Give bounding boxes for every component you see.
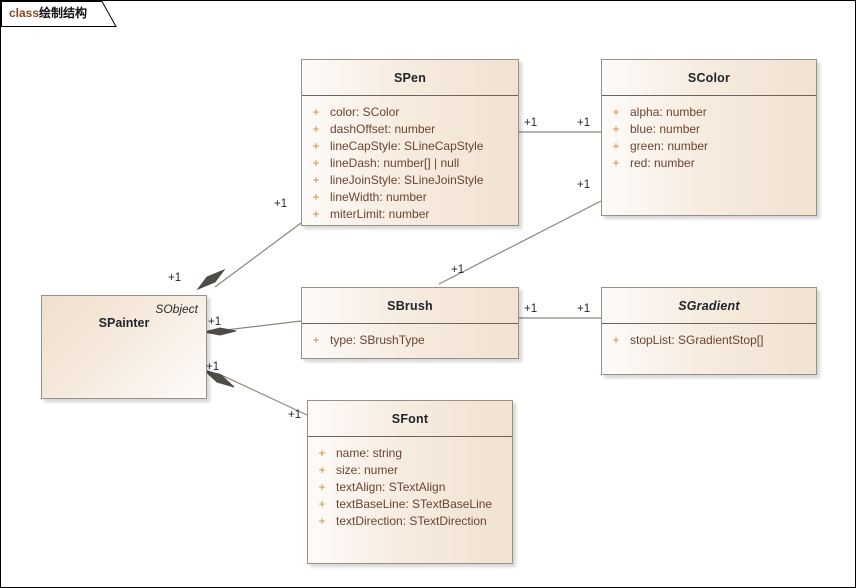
attribute-signature: color: SColor — [330, 105, 400, 119]
multiplicity-painter-pen-near: +1 — [168, 272, 182, 284]
diagram-title-tab: class绘制结构 — [1, 1, 117, 27]
attribute-visibility: + — [612, 333, 620, 347]
attribute-signature: textAlign: STextAlign — [336, 480, 446, 494]
attribute-signature: name: string — [336, 446, 403, 460]
attribute-row: + alpha: number — [602, 104, 816, 121]
attribute-signature: lineWidth: number — [330, 190, 427, 204]
class-header-scolor: SColor — [602, 60, 816, 96]
attribute-visibility: + — [312, 122, 320, 136]
tab-shape-icon — [1, 1, 117, 27]
attribute-row: + miterLimit: number — [302, 206, 518, 223]
aggregation-diamond-brush — [203, 327, 237, 336]
attribute-signature: green: number — [630, 139, 709, 153]
attribute-row: + textAlign: STextAlign — [308, 479, 512, 496]
attribute-visibility: + — [318, 514, 326, 528]
class-box-sfont[interactable]: SFont + name: string + size: numer + tex… — [307, 400, 513, 564]
multiplicity-pen-color-left: +1 — [524, 117, 538, 129]
connector-painter-pen — [214, 222, 302, 288]
class-header-sgradient: SGradient — [602, 288, 816, 324]
attribute-row: + size: numer — [308, 462, 512, 479]
connector-painter-brush — [216, 320, 302, 332]
class-attributes-sfont: + name: string + size: numer + textAlign… — [308, 437, 512, 536]
class-stereotype-spainter: SObject — [155, 302, 198, 316]
class-name-spen: SPen — [393, 70, 427, 85]
multiplicity-brush-grad-left: +1 — [524, 303, 538, 315]
attribute-row: + red: number — [602, 155, 816, 172]
class-box-spen[interactable]: SPen + color: SColor + dashOffset: numbe… — [301, 59, 519, 226]
attribute-signature: blue: number — [630, 122, 701, 136]
attribute-row: + blue: number — [602, 121, 816, 138]
attribute-visibility: + — [312, 190, 320, 204]
class-box-sgradient[interactable]: SGradient + stopList: SGradientStop[] — [601, 287, 817, 375]
class-name-sfont: SFont — [391, 411, 429, 426]
attribute-signature: textDirection: STextDirection — [336, 514, 487, 528]
class-header-sbrush: SBrush — [302, 288, 518, 324]
attribute-visibility: + — [312, 156, 320, 170]
multiplicity-brush-color-high: +1 — [577, 179, 591, 191]
attribute-signature: size: numer — [336, 463, 399, 477]
attribute-signature: lineCapStyle: SLineCapStyle — [330, 139, 484, 153]
attribute-signature: type: SBrushType — [330, 333, 425, 347]
diagram-title-name: 绘制结构 — [39, 6, 88, 20]
multiplicity-painter-font-near: +1 — [206, 361, 220, 373]
diagram-title-keyword: class — [9, 6, 40, 20]
attribute-signature: lineDash: number[] | null — [330, 156, 460, 170]
attribute-row: + type: SBrushType — [302, 332, 518, 349]
attribute-signature: stopList: SGradientStop[] — [630, 333, 764, 347]
attribute-signature: lineJoinStyle: SLineJoinStyle — [330, 173, 484, 187]
attribute-visibility: + — [318, 446, 326, 460]
attribute-row: + lineCapStyle: SLineCapStyle — [302, 138, 518, 155]
class-attributes-sbrush: + type: SBrushType — [302, 324, 518, 355]
attribute-signature: dashOffset: number — [330, 122, 436, 136]
attribute-signature: miterLimit: number — [330, 207, 430, 221]
aggregation-diamond-pen — [196, 268, 226, 291]
class-name-scolor: SColor — [687, 70, 731, 85]
attribute-visibility: + — [312, 333, 320, 347]
class-box-spainter[interactable]: SObject SPainter — [41, 295, 207, 399]
class-header-spen: SPen — [302, 60, 518, 96]
class-box-sbrush[interactable]: SBrush + type: SBrushType — [301, 287, 519, 359]
multiplicity-painter-brush-near: +1 — [208, 316, 222, 328]
attribute-visibility: + — [312, 139, 320, 153]
attribute-visibility: + — [612, 156, 620, 170]
multiplicity-brush-grad-right: +1 — [577, 303, 591, 315]
class-attributes-scolor: + alpha: number + blue: number + green: … — [602, 96, 816, 178]
attribute-visibility: + — [612, 139, 620, 153]
attribute-visibility: + — [312, 105, 320, 119]
attribute-row: + dashOffset: number — [302, 121, 518, 138]
attribute-row: + name: string — [308, 445, 512, 462]
multiplicity-pen-color-right: +1 — [577, 117, 591, 129]
attribute-signature: red: number — [630, 156, 695, 170]
attribute-row: + textDirection: STextDirection — [308, 513, 512, 530]
attribute-visibility: + — [312, 173, 320, 187]
class-attributes-sgradient: + stopList: SGradientStop[] — [602, 324, 816, 355]
multiplicity-painter-brush-far: +1 — [451, 264, 465, 276]
multiplicity-painter-pen-far: +1 — [274, 198, 288, 210]
attribute-visibility: + — [318, 463, 326, 477]
attribute-visibility: + — [312, 207, 320, 221]
multiplicity-painter-font-far: +1 — [288, 409, 302, 421]
attribute-visibility: + — [318, 497, 326, 511]
attribute-row: + green: number — [602, 138, 816, 155]
attribute-row: + color: SColor — [302, 104, 518, 121]
class-attributes-spen: + color: SColor + dashOffset: number + l… — [302, 96, 518, 225]
attribute-signature: alpha: number — [630, 105, 707, 119]
attribute-row: + lineDash: number[] | null — [302, 155, 518, 172]
class-name-spainter: SPainter — [98, 316, 150, 330]
attribute-signature: textBaseLine: STextBaseLine — [336, 497, 493, 511]
attribute-visibility: + — [612, 105, 620, 119]
attribute-row: + stopList: SGradientStop[] — [602, 332, 816, 349]
attribute-visibility: + — [612, 122, 620, 136]
attribute-row: + lineJoinStyle: SLineJoinStyle — [302, 172, 518, 189]
class-header-sfont: SFont — [308, 401, 512, 437]
attribute-row: + textBaseLine: STextBaseLine — [308, 496, 512, 513]
class-name-sbrush: SBrush — [387, 298, 433, 313]
class-name-sgradient: SGradient — [678, 298, 740, 313]
attribute-row: + lineWidth: number — [302, 189, 518, 206]
diagram-title: class绘制结构 — [9, 6, 87, 21]
attribute-visibility: + — [318, 480, 326, 494]
class-box-scolor[interactable]: SColor + alpha: number + blue: number + … — [601, 59, 817, 216]
